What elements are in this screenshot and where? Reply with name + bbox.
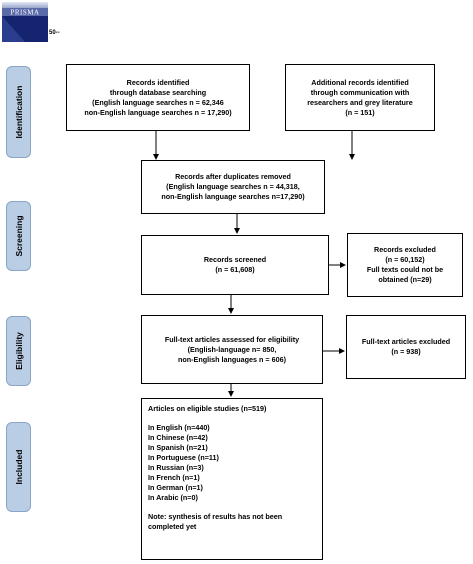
- box-line: Records identified: [126, 77, 190, 87]
- box-line: non-English language searches n=17,290): [161, 192, 305, 201]
- box-fulltext-excluded: Full-text articles excluded (n = 938): [346, 315, 466, 379]
- box-line: non-English languages n = 606): [177, 354, 287, 364]
- box-line: non-English language searches n = 17,290…: [84, 107, 232, 117]
- included-language: In Chinese (n=42): [148, 433, 208, 442]
- box-line: Additional records identified: [311, 77, 409, 87]
- box-records-screened: Records screened (n = 61,608): [141, 235, 329, 295]
- phase-eligibility: Eligibility: [6, 316, 31, 386]
- box-line: Records excluded: [374, 245, 436, 254]
- box-line: Full texts could not be: [366, 265, 444, 274]
- box-duplicates-removed: Records after duplicates removed (Englis…: [141, 160, 325, 214]
- included-note: completed yet: [148, 522, 197, 531]
- box-line: Records after duplicates removed: [175, 172, 291, 181]
- included-language: In Spanish (n=21): [148, 443, 208, 452]
- box-database-search: Records identified through database sear…: [66, 64, 250, 131]
- included-note: Note: synthesis of results has not been: [148, 512, 283, 521]
- box-line: (n = 938): [391, 347, 421, 356]
- box-included-studies: Articles on eligible studies (n=519) In …: [141, 398, 323, 560]
- prisma-logo: PRISMA: [2, 2, 48, 42]
- logo-wordmark: PRISMA: [10, 9, 39, 17]
- included-language: In English (n=440): [148, 423, 210, 432]
- box-line: (English language searches n = 62,346: [92, 97, 224, 107]
- box-line: through communication with: [310, 87, 410, 97]
- box-line: researchers and grey literature: [307, 97, 413, 107]
- included-language: In German (n=1): [148, 483, 203, 492]
- box-line: (n = 151): [345, 107, 375, 117]
- box-fulltext-assessed: Full-text articles assessed for eligibil…: [141, 315, 323, 384]
- box-line: (n = 60,152): [385, 255, 425, 264]
- box-records-excluded: Records excluded (n = 60,152) Full texts…: [347, 233, 463, 297]
- box-line: (English-language n= 850,: [187, 344, 277, 354]
- phase-screening: Screening: [6, 201, 31, 271]
- box-line: obtained (n=29): [378, 275, 432, 284]
- box-line: through database searching: [109, 87, 207, 97]
- included-title: Articles on eligible studies (n=519): [148, 404, 267, 413]
- phase-included: Included: [6, 422, 31, 512]
- box-line: Records screened: [203, 255, 267, 264]
- box-line: (n = 61,608): [215, 265, 255, 274]
- box-line: (English language searches n = 44,318,: [166, 182, 300, 191]
- box-line: Full-text articles excluded: [361, 337, 451, 346]
- included-language: In Arabic (n=0): [148, 493, 198, 502]
- box-line: Full-text articles assessed for eligibil…: [164, 334, 300, 344]
- included-language: In French (n=1): [148, 473, 200, 482]
- logo-suffix: 50--: [49, 30, 60, 36]
- included-language: In Russian (n=3): [148, 463, 204, 472]
- phase-identification: Identification: [6, 66, 31, 158]
- included-language: In Portuguese (n=11): [148, 453, 219, 462]
- box-other-sources: Additional records identified through co…: [285, 64, 435, 131]
